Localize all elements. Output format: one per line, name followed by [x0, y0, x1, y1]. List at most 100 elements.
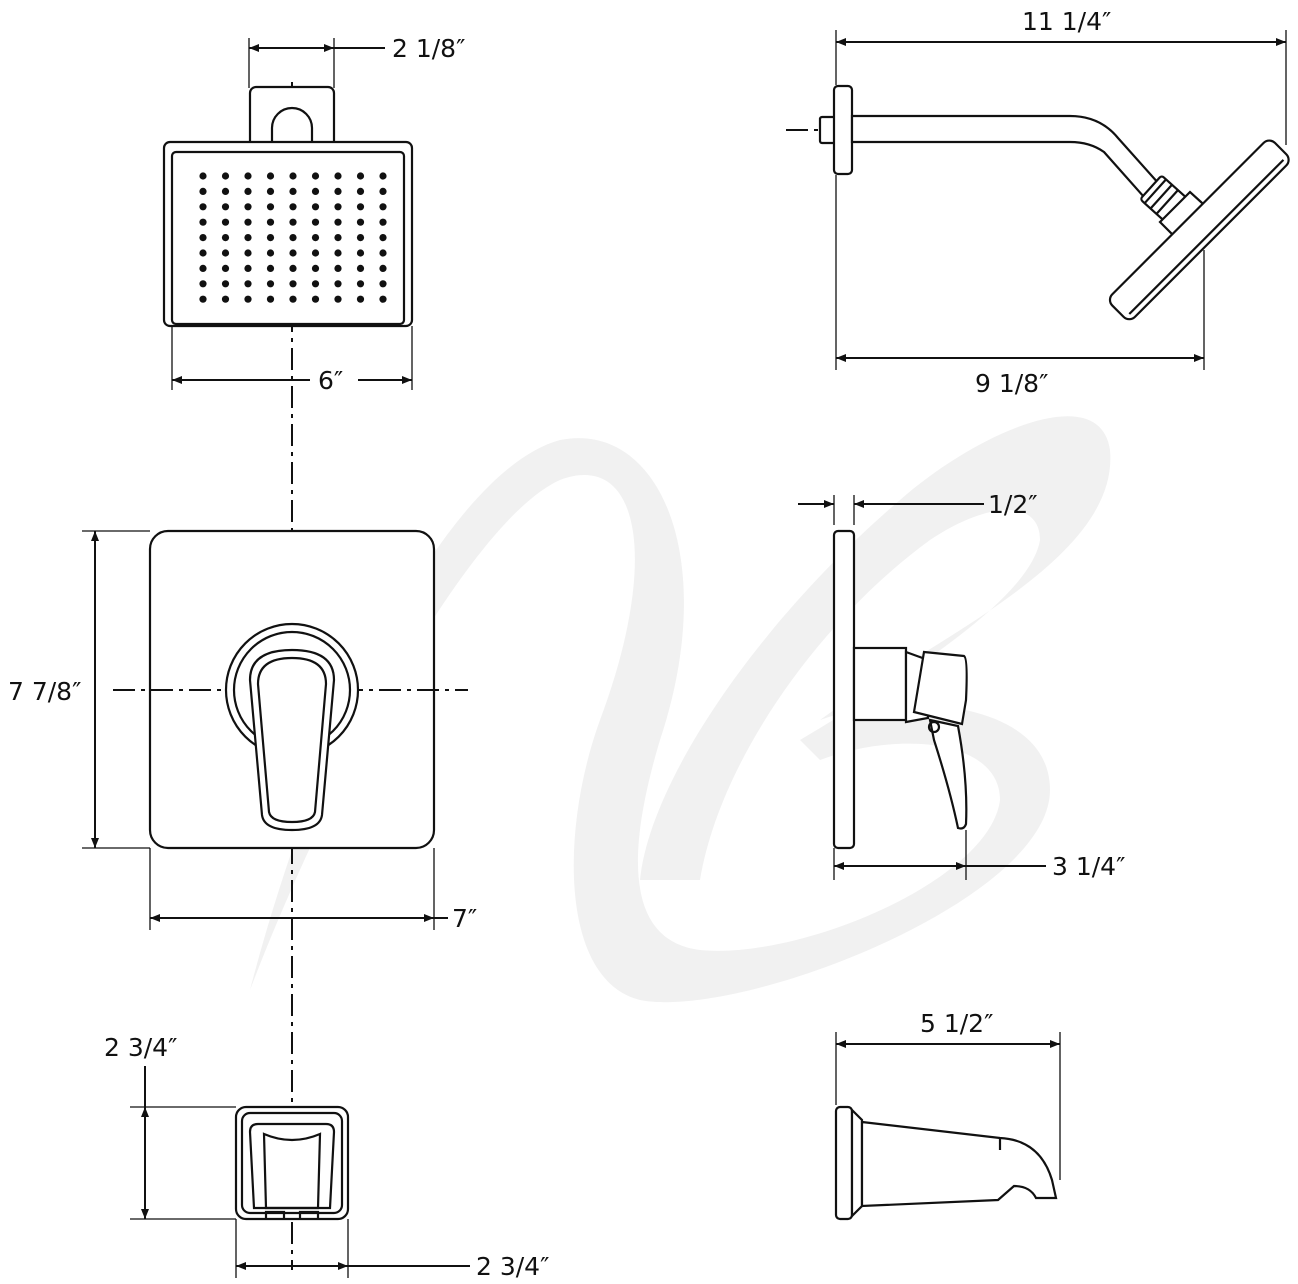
nozzle-dot [356, 280, 365, 288]
nozzle-dot [334, 295, 342, 303]
nozzle-dot [311, 234, 320, 242]
nozzle-dot [266, 172, 275, 180]
nozzle-dot [199, 187, 207, 195]
nozzle-dot [311, 264, 320, 272]
nozzle-dot [244, 172, 252, 180]
nozzle-dot [244, 234, 252, 242]
nozzle-dot [311, 187, 320, 195]
nozzle-dot [311, 280, 320, 288]
nozzle-dot [289, 218, 297, 226]
nozzle-dot [199, 295, 207, 303]
nozzle-dot [199, 280, 207, 288]
nozzle-dot [266, 203, 275, 211]
nozzle-dot [356, 203, 365, 211]
nozzle-dot [289, 295, 297, 303]
nozzle-dot [289, 172, 297, 180]
nozzle-dot [379, 172, 387, 180]
valve-depth-label: 3 1/4″ [1052, 852, 1125, 881]
nozzle-dot [379, 187, 387, 195]
valve-side-view [832, 529, 968, 850]
nozzle-dot [199, 172, 207, 180]
nozzle-dot [221, 203, 230, 211]
nozzle-dot [199, 234, 207, 242]
nozzle-dot [356, 187, 365, 195]
nozzle-dot [379, 218, 387, 226]
nozzle-dot [266, 249, 275, 257]
nozzle-dot [379, 280, 387, 288]
nozzle-dot [356, 218, 365, 226]
nozzle-dot [334, 172, 342, 180]
valve-front-view [113, 529, 468, 850]
nozzle-dot [311, 172, 320, 180]
spout-side-view [834, 1105, 1058, 1221]
nozzle-dot [379, 295, 387, 303]
nozzle-dot [266, 280, 275, 288]
nozzle-dot [334, 203, 342, 211]
script-b-logo-watermark [250, 416, 1111, 1003]
valve-plate-thickness-label: 1/2″ [988, 490, 1038, 519]
nozzle-dot [244, 187, 252, 195]
nozzle-dot [289, 187, 297, 195]
spout-height-label: 2 3/4″ [104, 1033, 177, 1062]
nozzle-dot [289, 280, 297, 288]
nozzle-dot [356, 264, 365, 272]
nozzle-dot [221, 249, 230, 257]
nozzle-dot [379, 264, 387, 272]
nozzle-dot [221, 264, 230, 272]
nozzle-dot [244, 249, 252, 257]
nozzle-dot [311, 203, 320, 211]
nozzle-dot [244, 280, 252, 288]
nozzle-dot [266, 187, 275, 195]
nozzle-dot [221, 234, 230, 242]
nozzle-dot [379, 249, 387, 257]
nozzle-dot [379, 203, 387, 211]
nozzle-dot [334, 264, 342, 272]
nozzle-dot [311, 218, 320, 226]
nozzle-dot [356, 234, 365, 242]
showerhead-reach-label: 9 1/8″ [975, 369, 1048, 398]
nozzle-dot [221, 218, 230, 226]
showerhead-front-view [162, 85, 414, 328]
spout-length-label: 5 1/2″ [920, 1009, 993, 1038]
nozzle-dot [311, 249, 320, 257]
valve-height-label: 7 7/8″ [8, 677, 81, 706]
nozzle-dot [266, 264, 275, 272]
nozzle-dot [289, 203, 297, 211]
showerhead-overall-length-label: 11 1/4″ [1022, 7, 1111, 36]
showerhead-width-label: 6″ [318, 366, 343, 395]
nozzle-dot [289, 249, 297, 257]
nozzle-dot [244, 264, 252, 272]
nozzle-dot [244, 203, 252, 211]
nozzle-dot [266, 234, 275, 242]
nozzle-dot [266, 218, 275, 226]
valve-width-label: 7″ [452, 904, 477, 933]
nozzle-dot [334, 249, 342, 257]
nozzle-dot [221, 280, 230, 288]
nozzle-dot [199, 264, 207, 272]
nozzle-dot [199, 249, 207, 257]
nozzle-dot [356, 172, 365, 180]
nozzle-dot [356, 295, 365, 303]
nozzle-dot [334, 280, 342, 288]
nozzle-dot [221, 172, 230, 180]
nozzle-dot [244, 218, 252, 226]
spout-front-view [234, 1105, 350, 1221]
nozzle-dot [356, 249, 365, 257]
nozzle-dot [334, 234, 342, 242]
nozzle-dot [199, 218, 207, 226]
nozzle-grid [199, 172, 387, 303]
spout-width-label: 2 3/4″ [476, 1252, 549, 1281]
showerhead-side-view [786, 84, 1290, 321]
nozzle-dot [221, 295, 230, 303]
nozzle-dot [266, 295, 275, 303]
nozzle-dot [311, 295, 320, 303]
showerhead-arm-width-label: 2 1/8″ [392, 34, 465, 63]
nozzle-dot [289, 234, 297, 242]
nozzle-dot [289, 264, 297, 272]
nozzle-dot [334, 218, 342, 226]
nozzle-dot [379, 234, 387, 242]
nozzle-dot [221, 187, 230, 195]
nozzle-dot [334, 187, 342, 195]
nozzle-dot [199, 203, 207, 211]
